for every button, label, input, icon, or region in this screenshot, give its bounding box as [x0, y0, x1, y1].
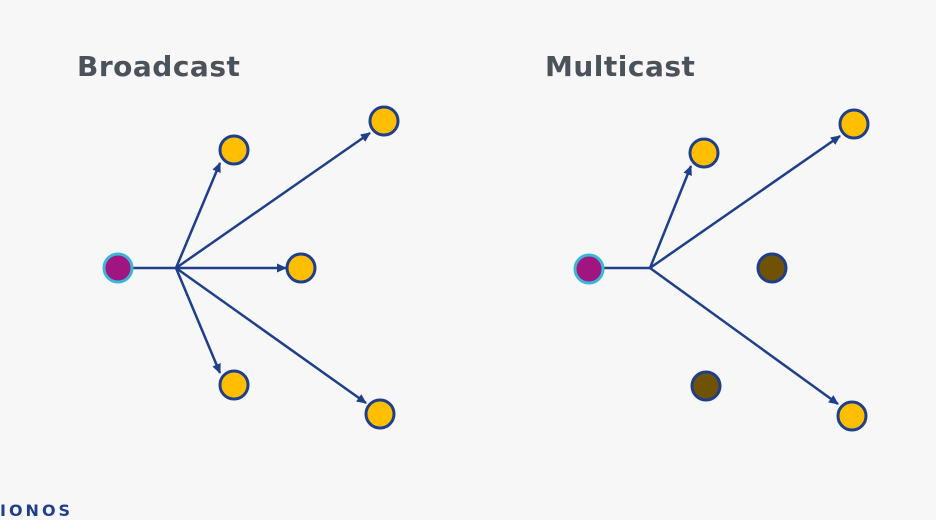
broadcast-edge-top-left — [174, 162, 222, 269]
multicast-non-recipient-node-bottom-left — [690, 370, 722, 402]
broadcast-diagram — [102, 105, 400, 430]
broadcast-recipient-node-bottom-left — [218, 369, 250, 401]
ionos-logo: IONOS — [0, 501, 74, 520]
broadcast-sender-node — [102, 252, 134, 284]
multicast-recipient-node-top-right — [838, 108, 870, 140]
multicast-edge-bottom-right — [649, 266, 839, 406]
multicast-diagram — [573, 108, 870, 432]
broadcast-title: Broadcast — [77, 50, 241, 83]
multicast-recipient-node-top-left — [688, 137, 720, 169]
multicast-edge-top-left — [648, 165, 693, 269]
broadcast-recipient-node-bottom-right — [364, 398, 396, 430]
multicast-non-recipient-node-middle — [756, 252, 788, 284]
multicast-sender-node — [573, 253, 605, 285]
broadcast-recipient-node-top-right — [368, 105, 400, 137]
multicast-title: Multicast — [545, 50, 696, 83]
multicast-recipient-node-bottom-right — [836, 400, 868, 432]
broadcast-edge-bottom-left — [174, 267, 222, 374]
multicast-edge-top-right — [649, 134, 841, 270]
broadcast-edge-top-right — [175, 131, 371, 270]
broadcast-recipient-node-top-left — [218, 134, 250, 166]
broadcast-edge-bottom-right — [175, 266, 367, 405]
broadcast-recipient-node-middle — [285, 252, 317, 284]
